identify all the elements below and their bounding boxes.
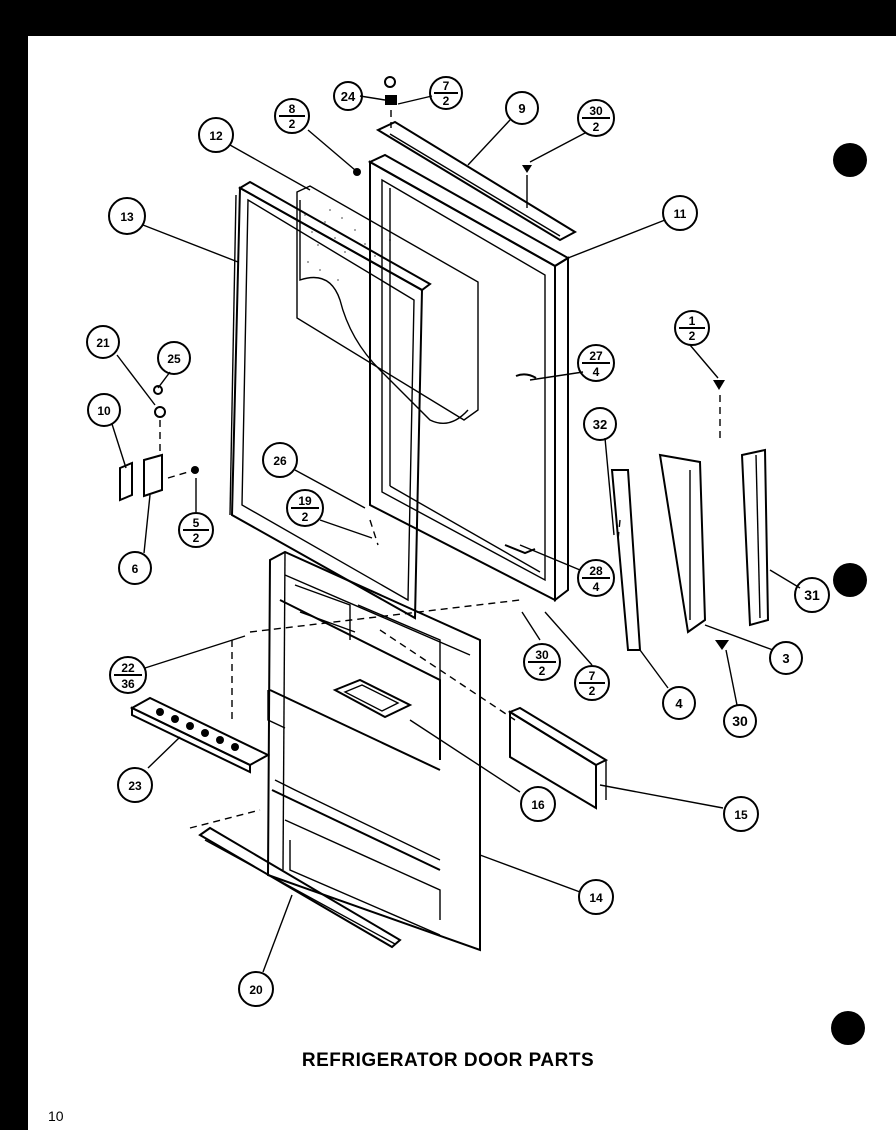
diagram-title: REFRIGERATOR DOOR PARTS: [301, 1050, 595, 1071]
egg-tray: [129, 696, 271, 774]
door-gasket: [229, 180, 432, 620]
door-outer-panel: [367, 153, 570, 603]
svg-text:16: 16: [531, 798, 545, 812]
svg-text:19: 19: [298, 494, 312, 508]
svg-text:4: 4: [675, 696, 683, 711]
svg-text:27: 27: [589, 349, 603, 363]
svg-text:24: 24: [341, 89, 356, 104]
svg-text:26: 26: [273, 454, 287, 468]
callout-30-2-top: 30 2: [577, 99, 615, 137]
top-hinge-bracket: [353, 76, 578, 242]
svg-text:30: 30: [589, 104, 603, 118]
callout-9: 9: [505, 91, 539, 125]
callout-27-4: 27 4: [577, 344, 615, 382]
svg-text:2: 2: [302, 510, 309, 524]
svg-text:5: 5: [193, 516, 200, 530]
callout-6: 6: [118, 551, 152, 585]
callout-30: 30: [723, 704, 757, 738]
svg-text:10: 10: [97, 404, 111, 418]
svg-text:30: 30: [732, 713, 748, 729]
door-inner-liner: [266, 550, 481, 952]
svg-text:2: 2: [539, 664, 546, 678]
callout-3: 3: [769, 641, 803, 675]
callout-8-2: 8 2: [274, 98, 310, 134]
callout-31: 31: [794, 577, 830, 613]
callout-14: 14: [578, 879, 614, 915]
svg-text:2: 2: [589, 684, 596, 698]
svg-text:20: 20: [249, 983, 263, 997]
callout-5-2: 5 2: [178, 512, 214, 548]
callout-7-2-top: 7 2: [429, 76, 463, 110]
alignment-lines: [189, 519, 621, 829]
svg-text:21: 21: [96, 336, 110, 350]
svg-text:31: 31: [804, 587, 820, 603]
svg-text:8: 8: [289, 102, 296, 116]
callout-24: 24: [333, 81, 363, 111]
callout-21: 21: [86, 325, 120, 359]
svg-text:1: 1: [689, 314, 696, 328]
callout-25-upper: 25: [157, 341, 191, 375]
callout-26: 26: [262, 442, 298, 478]
svg-text:32: 32: [593, 417, 607, 432]
callout-15: 15: [723, 796, 759, 832]
callout-23: 23: [117, 767, 153, 803]
callout-7-2-bottom: 7 2: [574, 665, 610, 701]
svg-text:11: 11: [674, 207, 687, 221]
svg-text:2: 2: [193, 531, 200, 545]
svg-text:7: 7: [443, 79, 450, 93]
svg-text:3: 3: [782, 651, 789, 666]
svg-text:30: 30: [535, 648, 549, 662]
callout-1-2: 1 2: [674, 310, 710, 346]
lower-hinge-assembly: [610, 380, 770, 651]
binder-hole-top: [833, 143, 867, 177]
svg-text:6: 6: [132, 562, 139, 576]
svg-text:23: 23: [128, 779, 142, 793]
parts-sheet: [28, 36, 896, 1130]
binder-hole-middle: [833, 563, 867, 597]
callout-30-2-bottom: 30 2: [523, 643, 561, 681]
callout-32: 32: [583, 407, 617, 441]
svg-text:9: 9: [518, 101, 525, 116]
svg-text:4: 4: [593, 365, 600, 379]
svg-text:15: 15: [734, 808, 748, 822]
svg-text:2: 2: [689, 329, 696, 343]
svg-text:22: 22: [121, 661, 135, 675]
svg-text:13: 13: [120, 210, 134, 224]
leader-lines: [111, 95, 801, 973]
svg-text:12: 12: [209, 129, 223, 143]
shelf-trim-bar: [198, 826, 402, 949]
door-shelf: [507, 706, 609, 810]
binder-hole-bottom: [831, 1011, 865, 1045]
callout-12: 12: [198, 117, 234, 153]
svg-text:36: 36: [121, 677, 135, 691]
callout-20: 20: [238, 971, 274, 1007]
door-insulation: [296, 185, 479, 424]
callout-11: 11: [662, 195, 698, 231]
callout-22-36: 22 36: [109, 656, 147, 694]
svg-text:4: 4: [593, 580, 600, 594]
page-number: 10: [48, 1108, 64, 1124]
svg-text:2: 2: [443, 94, 450, 108]
callout-13: 13: [108, 197, 146, 235]
callout-10: 10: [87, 393, 121, 427]
callout-28-4: 28 4: [577, 559, 615, 597]
callout-19-2: 19 2: [286, 489, 324, 527]
svg-text:7: 7: [589, 669, 596, 683]
svg-text:28: 28: [589, 564, 603, 578]
handle-bracket: [119, 385, 199, 502]
callout-16: 16: [520, 786, 556, 822]
svg-text:25: 25: [167, 352, 181, 366]
svg-text:14: 14: [589, 891, 603, 905]
callout-4: 4: [662, 686, 696, 720]
svg-text:2: 2: [593, 120, 600, 134]
svg-text:2: 2: [289, 117, 296, 131]
